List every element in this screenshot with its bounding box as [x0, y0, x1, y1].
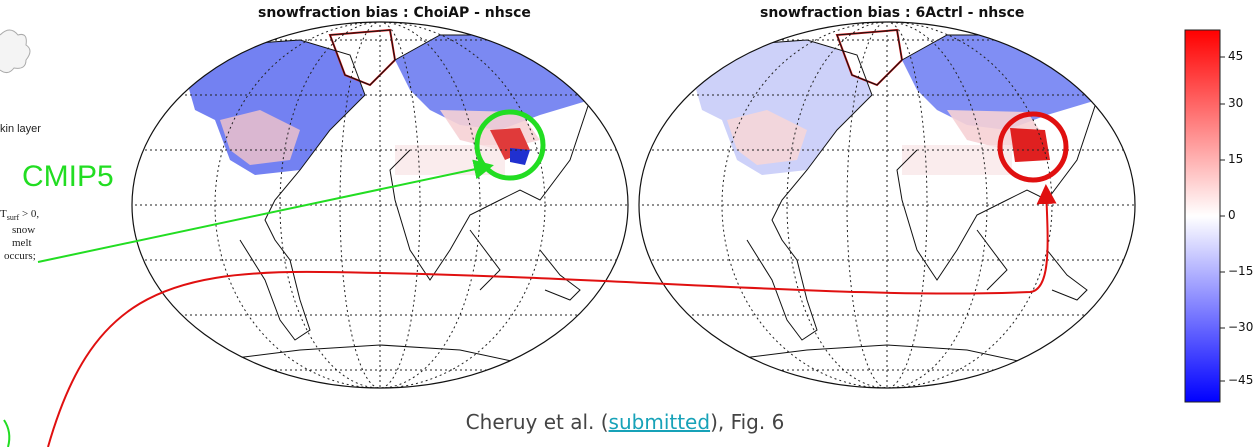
- cbar-tick-45: 45: [1228, 49, 1244, 63]
- colorbar: [1184, 29, 1221, 403]
- cbar-tick-minus15: −15: [1228, 264, 1253, 278]
- map-title-choiap: snowfraction bias : ChoiAP - nhsce: [258, 5, 531, 21]
- skin-layer-label: kin layer: [0, 123, 41, 135]
- map-choiap: [132, 22, 628, 388]
- cbar-tick-15: 15: [1228, 152, 1244, 166]
- green-arc-fragment: [3, 419, 11, 447]
- red-arrow: [47, 184, 1057, 447]
- cmip5-label: CMIP5: [22, 160, 114, 193]
- cbar-tick-minus45: −45: [1228, 373, 1253, 387]
- cbar-tick-30: 30: [1228, 96, 1244, 110]
- map-outline-right: [638, 21, 1136, 389]
- snow-melt-note: Tsurf > 0, snow melt occurs;: [0, 208, 40, 263]
- submitted-link[interactable]: submitted: [608, 410, 711, 434]
- cbar-tick-0: 0: [1228, 208, 1236, 222]
- map-outline-left: [131, 21, 629, 389]
- map-6actrl: [639, 22, 1135, 388]
- cbar-tick-minus30: −30: [1228, 320, 1253, 334]
- figure-caption: Cheruy et al. (submitted), Fig. 6: [465, 410, 785, 434]
- colorbar-ticks: [1220, 56, 1225, 382]
- cloud-icon: [0, 29, 31, 74]
- highlight-circle-green: [474, 109, 546, 181]
- highlight-circle-red: [997, 111, 1069, 183]
- map-title-6actrl: snowfraction bias : 6Actrl - nhsce: [760, 5, 1025, 21]
- green-arrow: [37, 159, 494, 263]
